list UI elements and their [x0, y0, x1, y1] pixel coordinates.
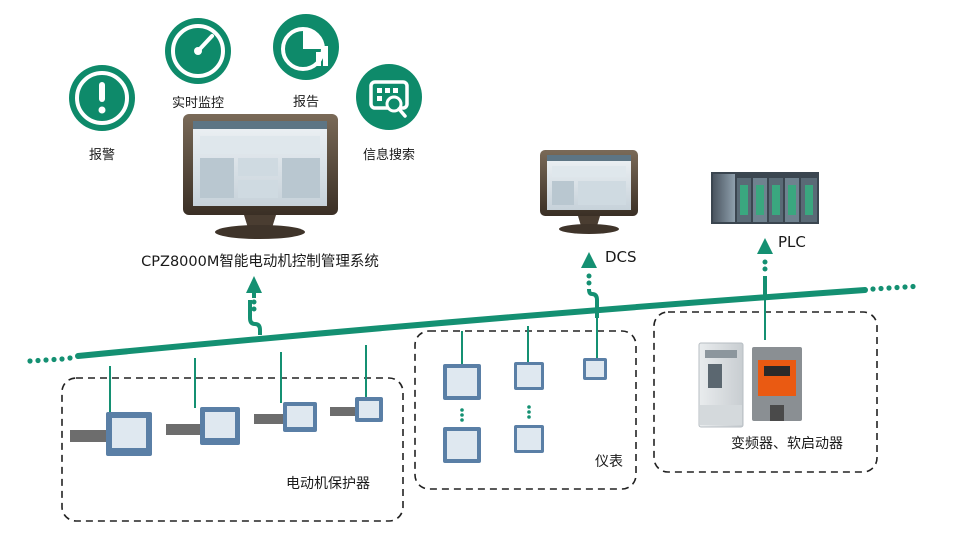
arrow-up-icon [757, 238, 773, 254]
group-border [61, 377, 404, 522]
meter-5 [583, 358, 607, 380]
gauge-hub [194, 47, 202, 55]
meters-group: 仪表 [414, 318, 637, 490]
bus-line [75, 287, 868, 359]
plc-device [711, 172, 819, 224]
main-system-label: CPZ8000M智能电动机控制管理系统 [141, 253, 379, 270]
drives-group: 变频器、软启动器 [653, 297, 878, 473]
group-border [414, 330, 637, 490]
uplink-plc [757, 238, 773, 297]
vfd-device [698, 342, 744, 428]
plc-label: PLC [778, 233, 806, 251]
magnifier-icon [385, 95, 403, 113]
bus-dots-right [870, 283, 916, 292]
monitor-feature[interactable]: 实时监控 [165, 18, 231, 111]
arrow-up-icon [246, 276, 262, 293]
drives-label: 变频器、软启动器 [731, 436, 843, 452]
alarm-feature[interactable]: 报警 [69, 65, 135, 163]
protector-device-2 [166, 407, 240, 445]
meter-2 [443, 427, 481, 463]
main-monitor [183, 114, 338, 239]
uplink-dcs [581, 252, 599, 318]
bus-dots-left [27, 355, 73, 364]
bar-2 [323, 46, 328, 66]
gauge-icon [171, 24, 225, 78]
meter-4 [514, 425, 544, 453]
search-feature[interactable]: 信息搜索 [356, 64, 422, 163]
report-feature[interactable]: 报告 [273, 14, 339, 110]
soft-starter-device [752, 347, 802, 421]
search-label: 信息搜索 [363, 147, 415, 163]
report-label: 报告 [293, 95, 319, 110]
exclamation-dot [98, 106, 106, 114]
bar-1 [316, 52, 321, 66]
protector-device-3 [254, 402, 317, 432]
dcs-monitor [540, 150, 638, 234]
protector-device-1 [70, 412, 152, 456]
search-circle [356, 64, 422, 130]
monitor-base [215, 225, 305, 239]
monitor-neck [244, 215, 276, 228]
motor-protector-label: 电动机保护器 [286, 476, 370, 492]
motor-protector-group: 电动机保护器 [61, 345, 404, 522]
uplink-main [246, 276, 262, 335]
protector-device-4 [330, 397, 383, 422]
pie-slice [303, 29, 323, 49]
monitor-label: 实时监控 [172, 96, 224, 111]
meter-3 [514, 362, 544, 390]
communication-bus [27, 283, 916, 364]
arrow-up-icon [581, 252, 597, 268]
exclamation-icon [75, 71, 129, 125]
alarm-label: 报警 [89, 147, 115, 163]
exclamation-bar [99, 82, 105, 102]
meters-label: 仪表 [595, 454, 623, 470]
dcs-label: DCS [605, 248, 637, 266]
meter-1 [443, 364, 481, 400]
